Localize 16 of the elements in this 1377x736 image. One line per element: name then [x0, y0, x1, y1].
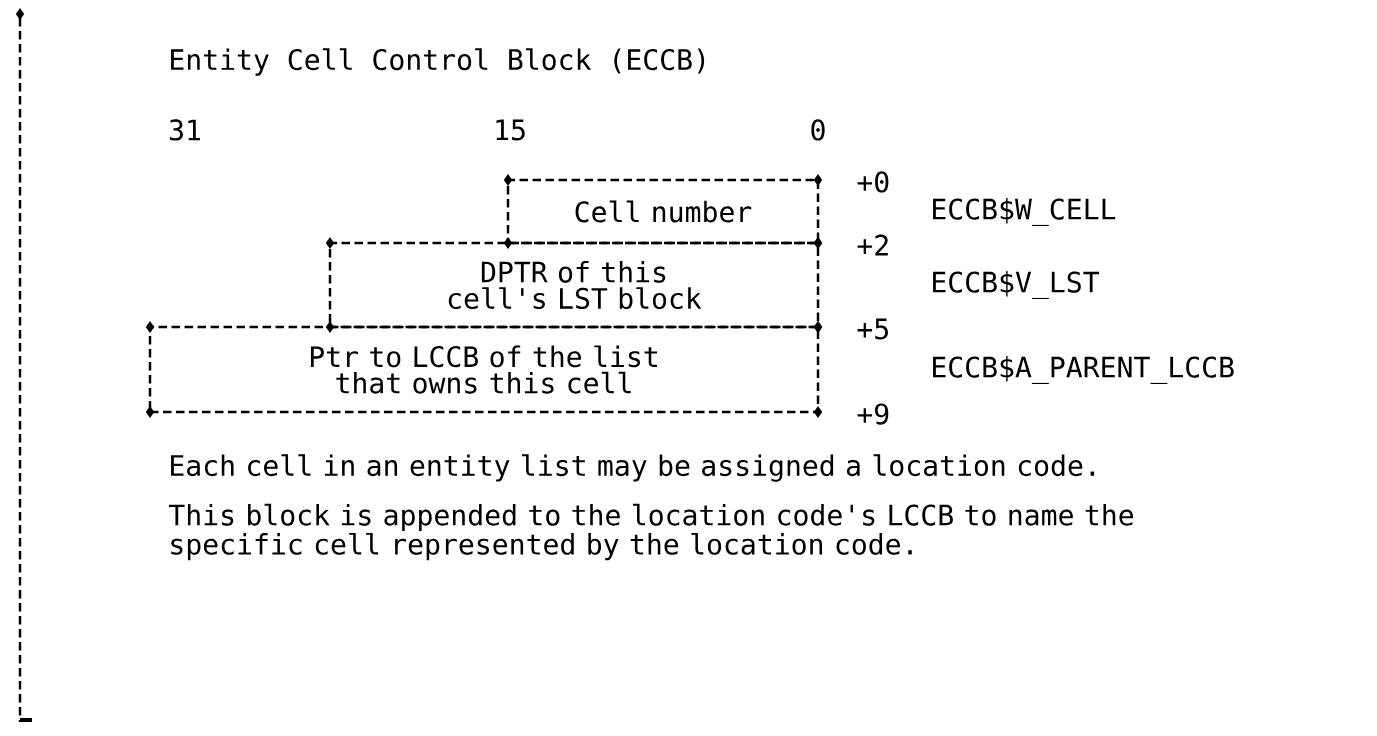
note-text: Each cell in an entity list may be assigned a location code. [171, 454, 1095, 482]
byte-offset: +0 [857, 171, 889, 193]
note-text: This block is appended to the location code's LCCB to name the specific cell represented by the location code. [169, 503, 1133, 561]
byte-offset: +9 [857, 403, 889, 425]
field-name: ECCB$A_PARENT_LCCB [933, 356, 1234, 384]
bit-number: 15 [496, 119, 525, 141]
field-box: Ptr to LCCB of the list that owns this cell [145, 321, 823, 418]
bit-number: 0 [811, 119, 825, 141]
bit-number: 31 [169, 119, 200, 141]
byte-offset: +2 [857, 234, 888, 256]
field-box: DPTR of this cell's LST block [325, 237, 823, 333]
byte-offset: +5 [857, 318, 888, 340]
field-name: ECCB$W_CELL [933, 198, 1116, 226]
field-box: Cell number [503, 174, 823, 249]
field-name: ECCB$V_LST [933, 271, 1099, 299]
title: Entity Cell Control Block (ECCB) [171, 48, 705, 76]
